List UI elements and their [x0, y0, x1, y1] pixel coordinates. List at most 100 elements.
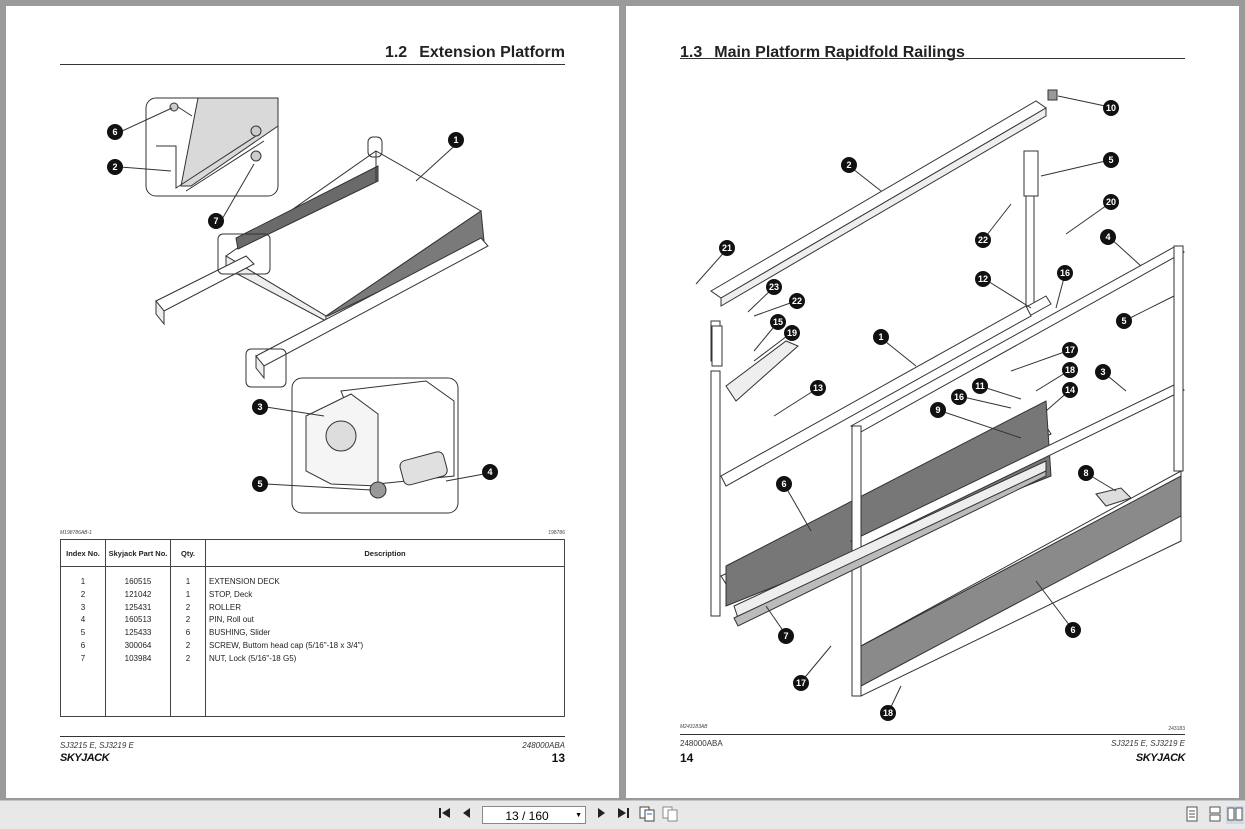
callout-12: 12: [975, 271, 991, 287]
skyjack-logo: SKYJACK: [60, 752, 110, 764]
title-rule: [60, 64, 565, 65]
next-page-button[interactable]: [592, 806, 610, 824]
railings-diagram: [695, 89, 1185, 714]
rotate-button[interactable]: [638, 806, 656, 824]
figure-code: M198786AB-1: [60, 530, 92, 536]
first-page-icon: [439, 808, 450, 818]
cell-qty: 2: [170, 640, 206, 654]
cell-part: 125433: [105, 628, 171, 641]
viewer-toolbar: 13 / 160 ▼: [0, 800, 1245, 829]
chevron-down-icon: ▼: [575, 812, 582, 819]
callout-6: 6: [776, 476, 792, 492]
page-number-selector[interactable]: 13 / 160 ▼: [482, 806, 586, 824]
facing-view-button[interactable]: [1226, 806, 1244, 824]
continuous-page-icon: [1209, 806, 1221, 822]
cell-part: 125431: [105, 602, 171, 616]
cell-part: 160515: [105, 566, 171, 590]
callout-7: 7: [778, 628, 794, 644]
facing-pages-icon: [1227, 807, 1243, 821]
continuous-view-button[interactable]: [1206, 806, 1224, 824]
two-page-view-button[interactable]: [661, 806, 679, 824]
callout-17: 17: [793, 675, 809, 691]
cell-qty: 6: [170, 628, 206, 641]
single-page-view-button[interactable]: [1183, 806, 1201, 824]
callout-1: 1: [873, 329, 889, 345]
cell-index: 6: [80, 640, 86, 650]
callout-21: 21: [719, 240, 735, 256]
page-layout-icon: [639, 806, 655, 822]
next-page-icon: [598, 808, 605, 818]
cell-index: 5: [80, 628, 86, 638]
copy-icon: [662, 806, 678, 822]
page-number-value: 13 / 160: [505, 809, 549, 823]
header-qty: Qty.: [170, 539, 206, 567]
callout-6: 6: [1065, 622, 1081, 638]
cell-desc: ROLLER: [205, 602, 565, 616]
callout-18: 18: [1062, 362, 1078, 378]
callout-23: 23: [766, 279, 782, 295]
cell-part: 160513: [105, 615, 171, 629]
title-rule: [680, 58, 1185, 59]
cell-index: 7: [80, 653, 86, 663]
cell-qty: 1: [170, 589, 206, 603]
callout-5: 5: [252, 476, 268, 492]
footer-model: SJ3215 E, SJ3219 E: [60, 741, 134, 750]
cell-desc: STOP, Deck: [205, 589, 565, 603]
callout-16: 16: [1057, 265, 1073, 281]
footer-model: SJ3215 E, SJ3219 E: [1111, 739, 1185, 748]
callout-6: 6: [107, 124, 123, 140]
cell-part: 103984: [105, 653, 171, 667]
cell-qty: 2: [170, 653, 206, 667]
cell-qty: 2: [170, 615, 206, 629]
cell-desc: EXTENSION DECK: [205, 566, 565, 590]
callout-9: 9: [930, 402, 946, 418]
last-page-button[interactable]: [614, 806, 632, 824]
table-row: 5 125433 6 BUSHING, Slider: [61, 628, 565, 641]
callout-22: 22: [975, 232, 991, 248]
callout-20: 20: [1103, 194, 1119, 210]
cell-index: 1: [80, 577, 86, 586]
cell-index: 3: [80, 602, 86, 612]
first-page-button[interactable]: [436, 806, 454, 824]
callout-2: 2: [107, 159, 123, 175]
figure-code: M243183AB: [680, 724, 708, 730]
cell-desc: BUSHING, Slider: [205, 628, 565, 641]
callout-14: 14: [1062, 382, 1078, 398]
footer-rule: [680, 734, 1185, 735]
cell-qty: 1: [170, 566, 206, 590]
cell-index: 4: [80, 615, 86, 625]
callout-22: 22: [789, 293, 805, 309]
callout-3: 3: [252, 399, 268, 415]
cell-desc: PIN, Roll out: [205, 615, 565, 629]
cell-desc: SCREW, Buttom head cap (5/16"-18 x 3/4"): [205, 640, 565, 654]
table-row: 6 300064 2 SCREW, Buttom head cap (5/16"…: [61, 640, 565, 654]
previous-page-button[interactable]: [458, 806, 476, 824]
cell-index: 2: [80, 589, 86, 599]
callout-4: 4: [1100, 229, 1116, 245]
table-row: 1 160515 1 EXTENSION DECK: [61, 566, 565, 590]
single-page-icon: [1186, 806, 1198, 822]
page-number: 14: [680, 751, 694, 765]
footer-doc-number: 248000ABA: [680, 739, 723, 748]
skyjack-logo: SKYJACK: [1135, 752, 1186, 764]
page-number: 13: [551, 751, 565, 765]
callout-13: 13: [810, 380, 826, 396]
header-index: Index No.: [60, 539, 106, 567]
callout-15: 15: [770, 314, 786, 330]
callout-5: 5: [1116, 313, 1132, 329]
callout-17: 17: [1062, 342, 1078, 358]
callout-19: 19: [784, 325, 800, 341]
table-filler: [61, 666, 565, 717]
table-row: 4 160513 2 PIN, Roll out: [61, 615, 565, 629]
cell-desc: NUT, Lock (5/16"-18 G5): [205, 653, 565, 667]
parts-table: Index No. Skyjack Part No. Qty. Descript…: [60, 539, 565, 717]
callout-10: 10: [1103, 100, 1119, 116]
callout-1: 1: [448, 132, 464, 148]
callout-8: 8: [1078, 465, 1094, 481]
table-row: 2 121042 1 STOP, Deck: [61, 589, 565, 603]
callout-18: 18: [880, 705, 896, 721]
callout-3: 3: [1095, 364, 1111, 380]
